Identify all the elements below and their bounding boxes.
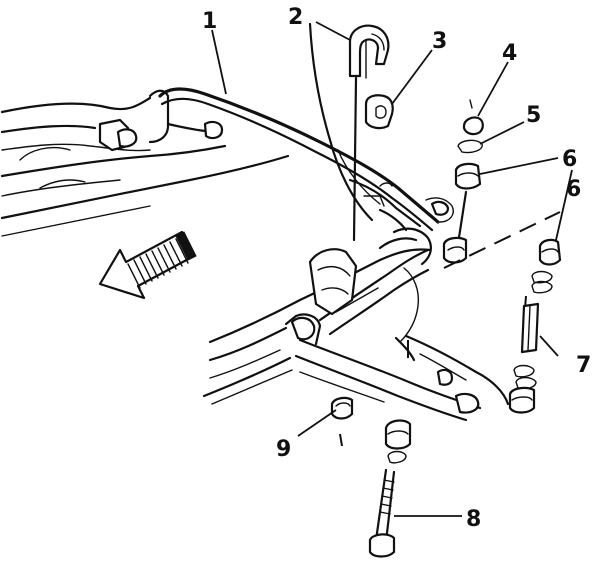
callout-2: 2 — [288, 5, 303, 30]
callout-8: 8 — [466, 507, 481, 532]
frame-rail — [0, 89, 290, 237]
lower-bushing — [330, 396, 354, 420]
callout-6-upper: 6 — [562, 147, 577, 172]
stabilizer-bushing — [364, 94, 394, 130]
callout-7: 7 — [576, 353, 591, 378]
callout-6-lower: 6 — [566, 177, 581, 202]
leader-lines — [211, 21, 573, 517]
callout-3: 3 — [432, 29, 447, 54]
callout-labels: 1 2 3 4 5 6 6 7 8 9 — [202, 5, 591, 532]
stabilizer-bracket — [348, 24, 390, 242]
lower-control-arm — [202, 227, 510, 422]
link-stack — [442, 99, 484, 264]
spacer-stack — [508, 238, 562, 414]
callout-4: 4 — [502, 41, 517, 66]
front-direction-arrow-icon — [98, 230, 197, 300]
callout-9: 9 — [276, 437, 291, 462]
callout-1: 1 — [202, 9, 217, 34]
link-bolt — [368, 419, 412, 558]
callout-5: 5 — [526, 103, 541, 128]
stabilizer-shaft — [158, 87, 440, 232]
